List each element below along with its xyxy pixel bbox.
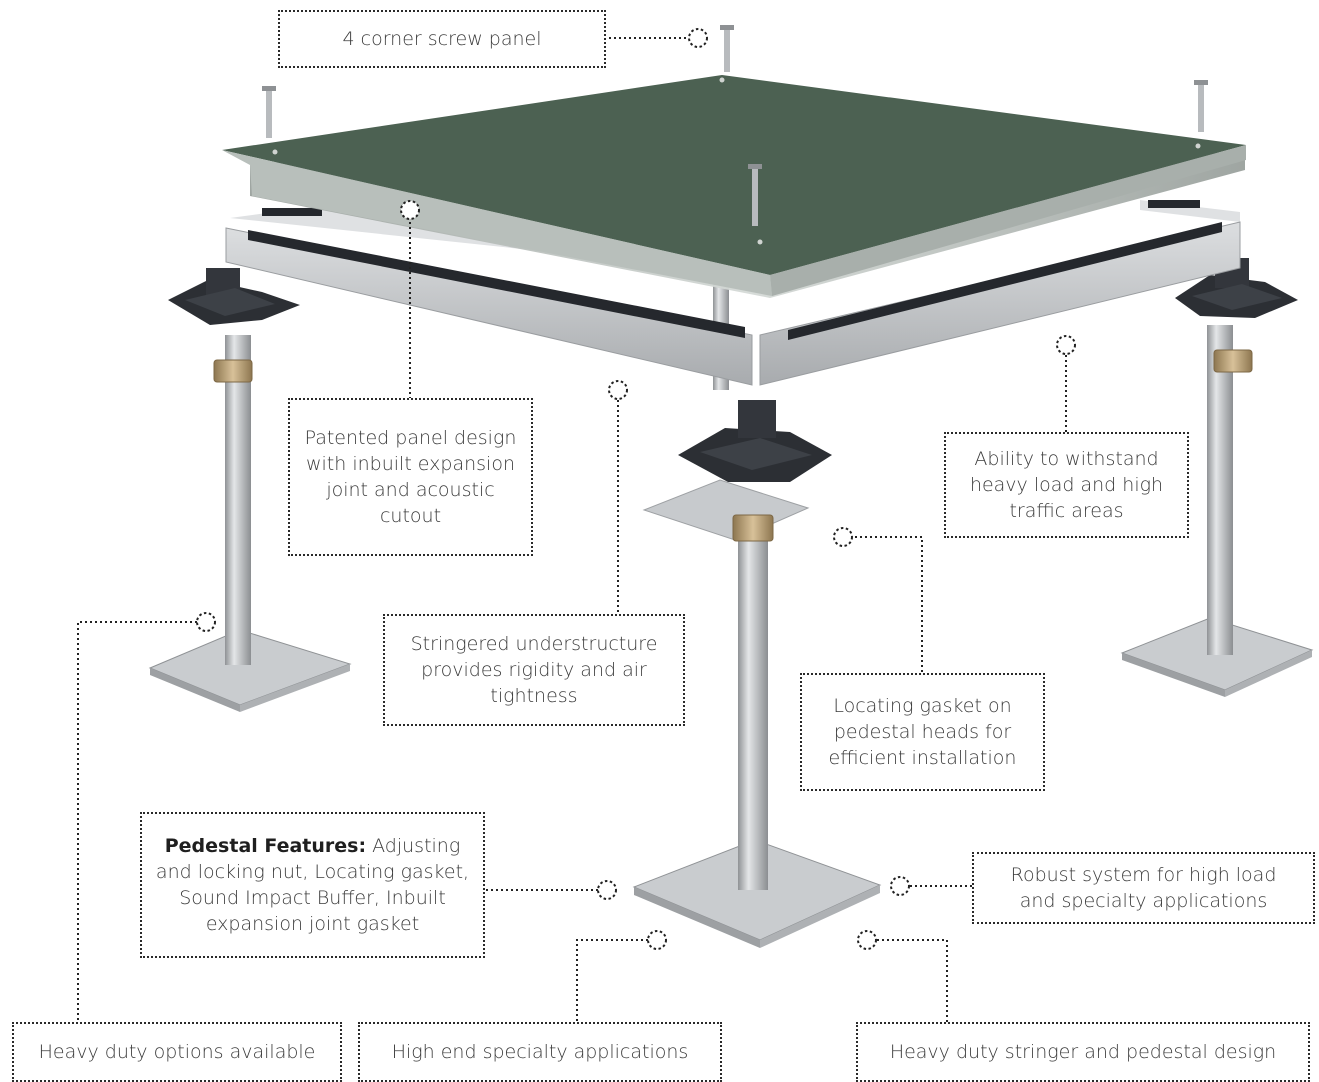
- callout-screw-panel-text: 4 corner screw panel: [342, 28, 542, 50]
- callout-heavy-load: Ability to withstand heavy load and high…: [944, 432, 1189, 538]
- callout-high-end: High end specialty applications: [358, 1022, 722, 1082]
- callout-high-end-text: High end specialty applications: [391, 1041, 689, 1063]
- callout-heavy-load-text: Ability to withstand heavy load and high…: [969, 448, 1164, 522]
- callout-locating-gasket-text: Locating gasket on pedestal heads for ef…: [828, 695, 1017, 769]
- callout-pedestal-features-text: Pedestal Features: Adjusting and locking…: [154, 833, 471, 937]
- callout-heavy-duty-options-text: Heavy duty options available: [38, 1041, 316, 1063]
- callout-pedestal-features: Pedestal Features: Adjusting and locking…: [140, 812, 485, 958]
- floor-panel: [222, 75, 1246, 298]
- callout-screw-panel: 4 corner screw panel: [278, 10, 606, 68]
- callout-stringered-text: Stringered understructure provides rigid…: [410, 633, 658, 707]
- callout-heavy-duty-options: Heavy duty options available: [12, 1022, 342, 1082]
- callout-patented-panel: Patented panel design with inbuilt expan…: [288, 398, 533, 556]
- callout-locating-gasket: Locating gasket on pedestal heads for ef…: [800, 673, 1045, 791]
- callout-heavy-duty-design: Heavy duty stringer and pedestal design: [856, 1022, 1310, 1082]
- callout-leaders: [77, 37, 1067, 1023]
- callout-dots: [196, 28, 1076, 950]
- pedestal-features-title: Pedestal Features:: [164, 835, 367, 857]
- right-pedestal: [1120, 258, 1314, 697]
- pedestal-features-body: Adjusting and locking nut, Locating gask…: [155, 835, 470, 935]
- callout-robust-system: Robust system for high load and specialt…: [972, 852, 1315, 924]
- left-pedestal: [148, 268, 352, 712]
- panel-screws: [262, 25, 1208, 226]
- callout-heavy-duty-design-text: Heavy duty stringer and pedestal design: [889, 1041, 1277, 1063]
- front-pedestal: [632, 400, 882, 948]
- stringer-frame: [225, 200, 1241, 386]
- callout-robust-system-text: Robust system for high load and specialt…: [1010, 864, 1277, 912]
- callout-patented-panel-text: Patented panel design with inbuilt expan…: [304, 427, 517, 527]
- callout-stringered: Stringered understructure provides rigid…: [383, 614, 685, 726]
